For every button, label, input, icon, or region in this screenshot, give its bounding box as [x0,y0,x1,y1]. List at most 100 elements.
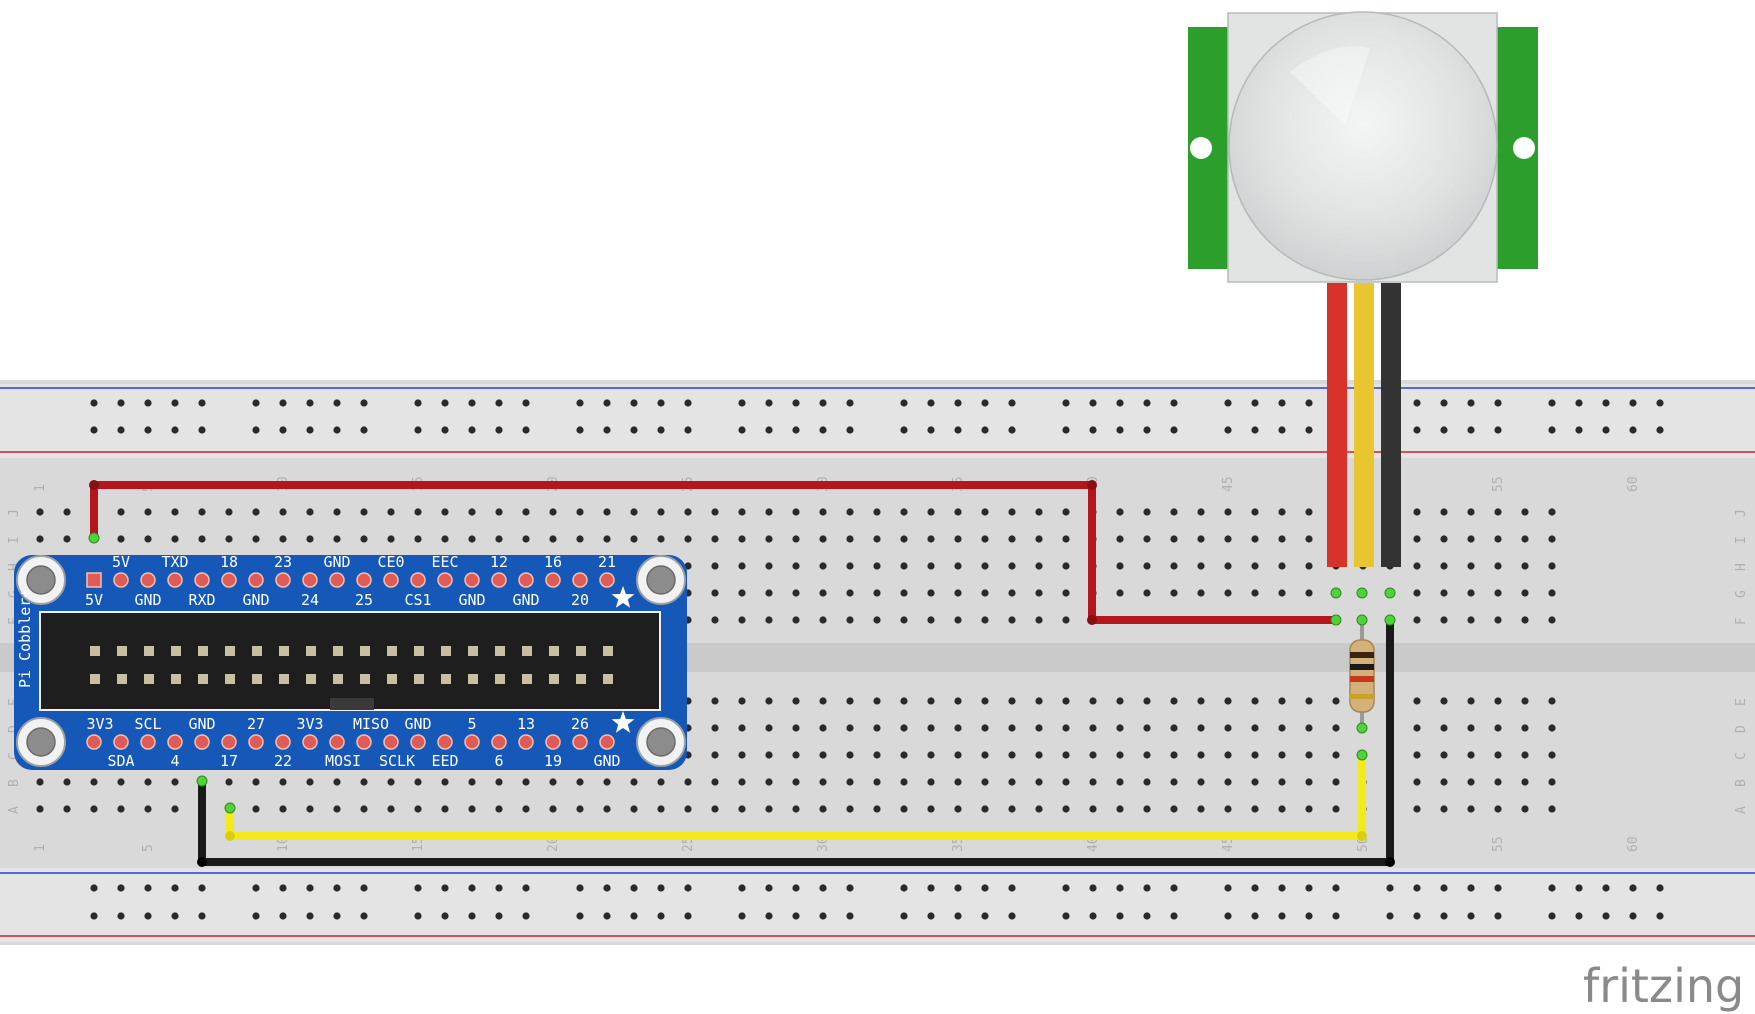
breadboard-hole [981,562,989,570]
breadboard-hole [657,778,665,786]
breadboard-hole [468,508,476,516]
breadboard-hole [981,724,989,732]
rail-hole [1305,426,1313,434]
rail-hole [144,884,152,892]
header-pin [198,674,208,684]
rail-hole [1089,399,1097,407]
breadboard-hole [954,751,962,759]
breadboard-hole [1521,562,1529,570]
cobbler-pin [437,572,453,588]
rail-hole [441,426,449,434]
breadboard-hole [549,508,557,516]
breadboard-hole [1062,508,1070,516]
breadboard-hole [387,508,395,516]
breadboard-hole [873,589,881,597]
cobbler-pin [410,734,426,750]
cobbler-pin [464,734,480,750]
header-pin [279,674,289,684]
breadboard-hole [1035,508,1043,516]
breadboard-hole [1143,778,1151,786]
cobbler-pin [86,572,102,588]
breadboard-hole [1467,697,1475,705]
breadboard-hole [468,535,476,543]
cobbler-pin-label: EEC [431,553,458,571]
breadboard-hole [1305,805,1313,813]
breadboard-hole [1278,697,1286,705]
gpio-header [39,611,661,711]
cobbler-pin-label: SCL [134,715,161,733]
breadboard-hole [1089,697,1097,705]
rail-hole [198,426,206,434]
breadboard-hole [1494,616,1502,624]
breadboard-hole [1548,724,1556,732]
breadboard-hole [1413,616,1421,624]
row-letter: G [1734,590,1749,598]
rail-hole [1278,426,1286,434]
breadboard-hole [603,805,611,813]
cobbler-pin-label: 25 [355,591,373,609]
rail-hole [954,426,962,434]
rail-hole [414,912,422,920]
breadboard-hole [1116,778,1124,786]
breadboard-hole [765,724,773,732]
breadboard-hole [819,589,827,597]
rail-hole [738,399,746,407]
pir-lead-black [1381,283,1401,567]
breadboard-hole [1494,508,1502,516]
cobbler-pin-label: 6 [494,752,503,770]
breadboard-hole [1170,535,1178,543]
rail-hole [684,399,692,407]
rail-hole [468,399,476,407]
breadboard-hole [1332,805,1340,813]
breadboard-hole [900,508,908,516]
breadboard-hole [1494,751,1502,759]
breadboard-hole [1008,589,1016,597]
header-pin [441,674,451,684]
breadboard-hole [765,535,773,543]
breadboard-hole [306,778,314,786]
breadboard-hole [1251,589,1259,597]
breadboard-hole [981,616,989,624]
rail-hole [117,399,125,407]
breadboard-hole [306,508,314,516]
breadboard-hole [414,508,422,516]
breadboard-hole [522,508,530,516]
breadboard-hole [1548,508,1556,516]
rail-hole [1008,912,1016,920]
breadboard-hole [846,508,854,516]
breadboard-hole [603,508,611,516]
pir-lead-yellow [1354,283,1374,567]
breadboard-hole [1224,697,1232,705]
rail-hole [657,426,665,434]
breadboard-hole [981,778,989,786]
row-letter: H [7,563,22,571]
breadboard-hole [1467,616,1475,624]
column-number: 55 [1491,476,1506,492]
breadboard-hole [1413,562,1421,570]
breadboard-hole [1494,805,1502,813]
header-pin [171,674,181,684]
rail-hole [1467,426,1475,434]
breadboard-hole [927,805,935,813]
breadboard-hole [576,508,584,516]
column-number: 60 [1626,476,1641,492]
rail-hole [90,912,98,920]
rail-hole [1008,426,1016,434]
breadboard-hole [1521,589,1529,597]
connection-dot [1330,614,1342,626]
breadboard-hole [279,535,287,543]
rail-hole [792,912,800,920]
header-pin [495,674,505,684]
rail-hole [1170,426,1178,434]
connection-markers [88,532,1396,814]
rail-hole [306,399,314,407]
row-letter: I [7,536,22,544]
rail-hole [522,426,530,434]
row-letter: D [1734,725,1749,733]
rail-hole [171,426,179,434]
rail-hole [1251,426,1259,434]
breadboard-hole [1278,589,1286,597]
breadboard-hole [360,508,368,516]
rail-hole [1251,884,1259,892]
breadboard-hole [1413,589,1421,597]
